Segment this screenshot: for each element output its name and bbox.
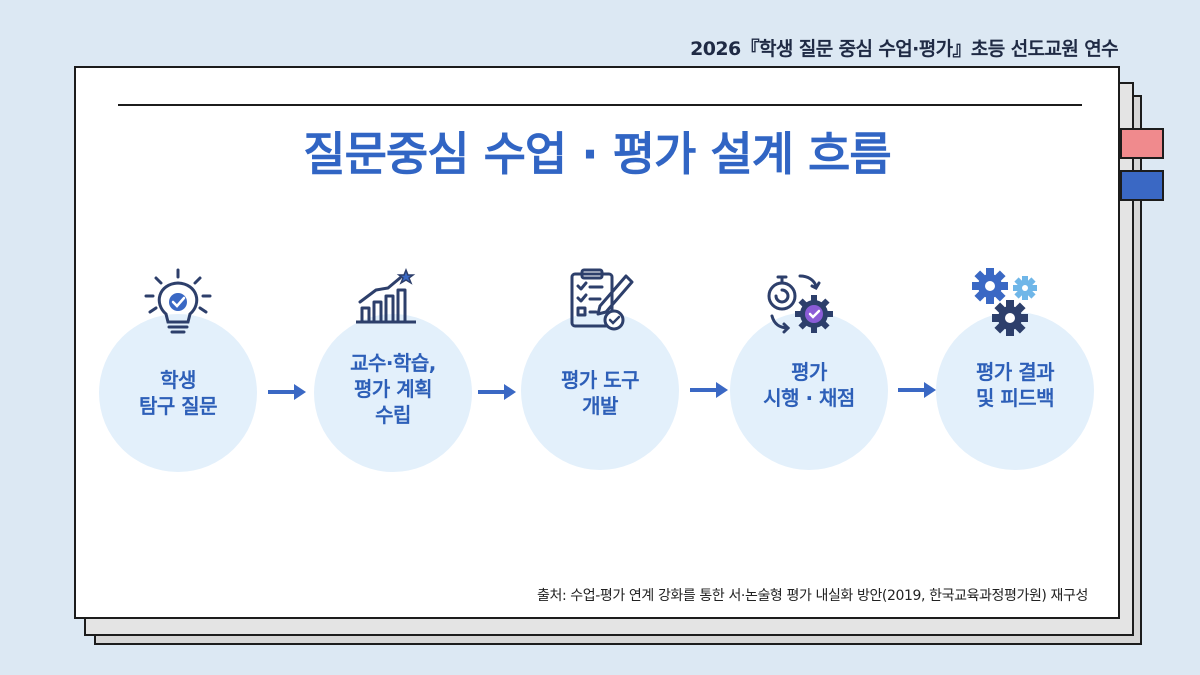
step-label-5: 평가 결과 및 피드백 — [975, 360, 1055, 410]
lightbulb-icon — [144, 268, 212, 334]
arrow-right-icon — [268, 384, 306, 400]
red-tab — [1120, 128, 1164, 159]
gears-icon — [972, 268, 1037, 336]
checklist-pen-icon — [570, 268, 634, 331]
step-label-4: 평가 시행 · 채점 — [763, 360, 855, 410]
step-circle-4 — [730, 312, 888, 470]
step-circle-5 — [936, 312, 1094, 470]
step-label-2: 교수·학습, 평가 계획 수립 — [350, 351, 436, 427]
step-label-3: 평가 도구 개발 — [560, 368, 640, 418]
arrow-right-icon — [690, 382, 728, 398]
arrow-right-icon — [898, 382, 936, 398]
step-circle-2 — [314, 314, 472, 472]
source-citation: 출처: 수업-평가 연계 강화를 통한 서·논술형 평가 내실화 방안(2019… — [536, 588, 1088, 604]
main-card: 질문중심 수업 · 평가 설계 흐름 학생 탐구 질문 — [74, 66, 1120, 619]
stopwatch-gear-icon — [767, 274, 833, 334]
step-circle-1 — [99, 314, 257, 472]
blue-tab — [1120, 170, 1164, 201]
arrow-right-icon — [478, 384, 516, 400]
step-label-1: 학생 탐구 질문 — [138, 368, 218, 418]
header-title: 2026『학생 질문 중심 수업·평가』초등 선도교원 연수 — [690, 38, 1118, 60]
step-circle-3 — [521, 312, 679, 470]
top-divider — [118, 104, 1082, 106]
growth-chart-icon — [356, 268, 416, 324]
page-title: 질문중심 수업 · 평가 설계 흐름 — [303, 127, 891, 181]
